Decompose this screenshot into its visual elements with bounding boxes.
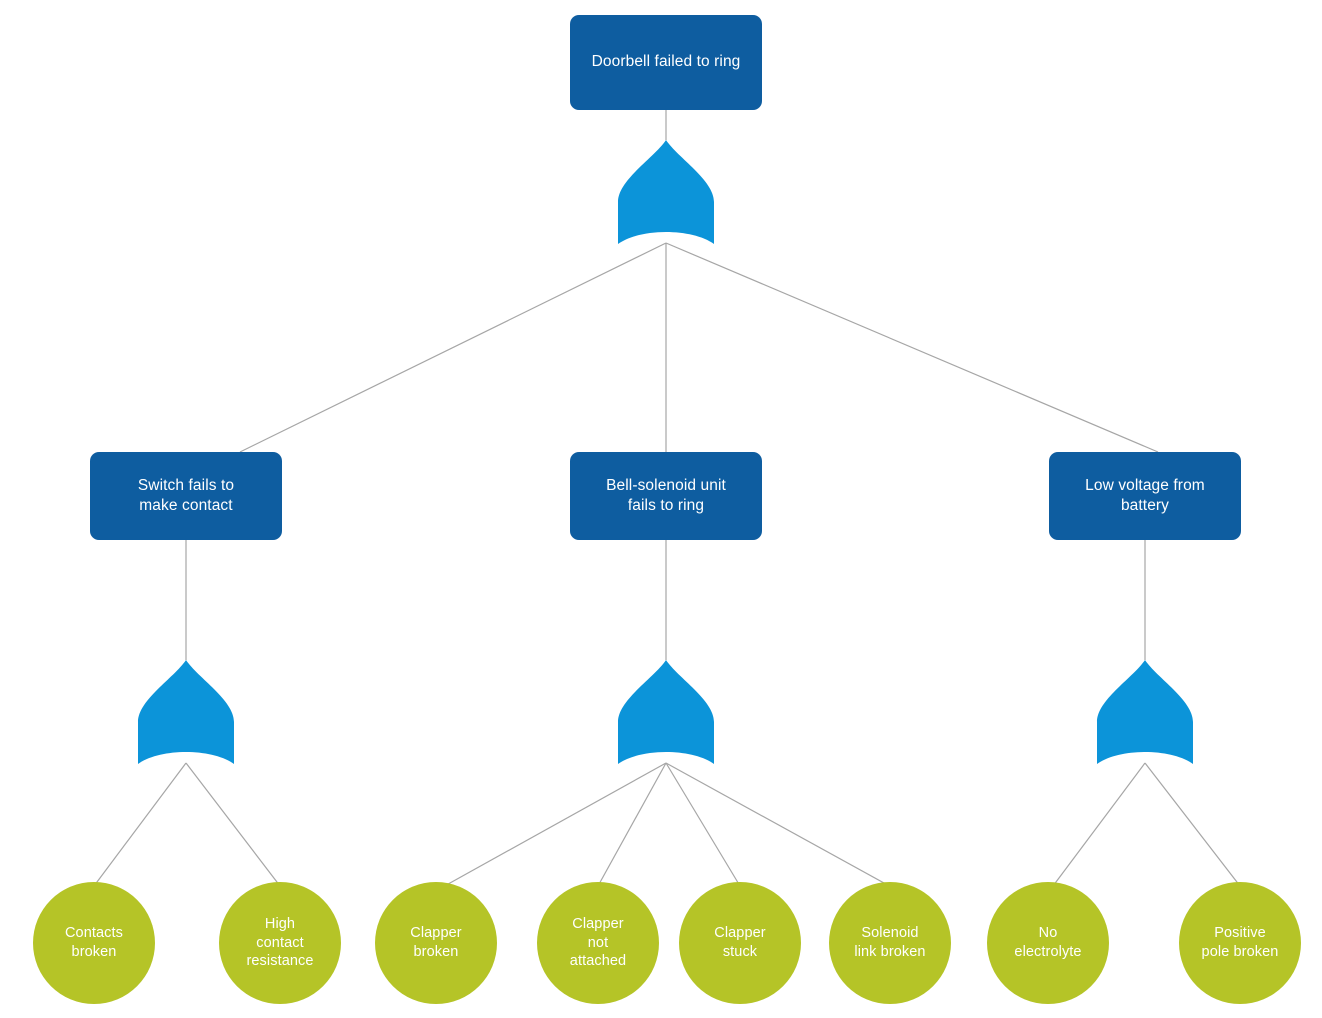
intermediate-event-box-switch[interactable]: Switch fails to make contact [90, 452, 282, 540]
or-gate-shape [618, 140, 714, 244]
intermediate-event-label-bell-solenoid: Bell-solenoid unit fails to ring [606, 476, 726, 514]
or-gate-top[interactable] [618, 140, 714, 244]
edge-gate-0-to-basic-1 [185, 762, 281, 887]
basic-event-contacts-broken[interactable]: Contacts broken [33, 882, 155, 1004]
basic-event-positive-pole-broken[interactable]: Positive pole broken [1179, 882, 1301, 1004]
edge-gate-1-to-basic-3 [597, 762, 667, 887]
edge-gate-1-to-basic-5 [665, 762, 894, 889]
basic-event-label: Contacts broken [64, 925, 124, 960]
basic-event-clapper-stuck[interactable]: Clapper stuck [679, 882, 801, 1004]
intermediate-event-label-switch: Switch fails to make contact [137, 476, 235, 514]
edge-topgate-to-intermediate-2 [665, 242, 1159, 453]
basic-event-clapper-broken[interactable]: Clapper broken [375, 882, 497, 1004]
edge-gate-2-to-basic-6 [1052, 762, 1146, 887]
or-gate-shape [618, 660, 714, 764]
or-gate-bell-solenoid[interactable] [618, 660, 714, 764]
basic-event-label: Clapper stuck [714, 925, 766, 960]
basic-event-label: High contact resistance [246, 915, 314, 970]
edge-topgate-to-intermediate-0 [239, 242, 667, 453]
intermediate-event-label-low-voltage: Low voltage from battery [1085, 476, 1205, 514]
basic-event-label: No electrolyte [1014, 925, 1082, 960]
intermediate-event-box-bell-solenoid[interactable]: Bell-solenoid unit fails to ring [570, 452, 762, 540]
basic-event-label: Solenoid link broken [854, 925, 926, 960]
basic-event-label: Clapper not attached [569, 915, 627, 970]
or-gate-shape [138, 660, 234, 764]
top-event-label: Doorbell failed to ring [591, 53, 741, 71]
basic-event-no-electrolyte[interactable]: No electrolyte [987, 882, 1109, 1004]
or-gate-shape [1097, 660, 1193, 764]
or-gate-low-voltage[interactable] [1097, 660, 1193, 764]
intermediate-event-box-low-voltage[interactable]: Low voltage from battery [1049, 452, 1241, 540]
basic-event-clapper-not-attached[interactable]: Clapper not attached [537, 882, 659, 1004]
basic-event-high-contact-resistance[interactable]: High contact resistance [219, 882, 341, 1004]
edge-gate-2-to-basic-7 [1144, 762, 1241, 887]
top-event-box[interactable]: Doorbell failed to ring [570, 15, 762, 110]
edge-gate-0-to-basic-0 [93, 762, 187, 887]
basic-event-solenoid-link-broken[interactable]: Solenoid link broken [829, 882, 951, 1004]
basic-event-label: Clapper broken [410, 925, 462, 960]
edge-gate-1-to-basic-4 [665, 762, 741, 887]
or-gate-switch[interactable] [138, 660, 234, 764]
edge-gate-1-to-basic-2 [440, 762, 667, 889]
basic-event-label: Positive pole broken [1201, 925, 1279, 960]
